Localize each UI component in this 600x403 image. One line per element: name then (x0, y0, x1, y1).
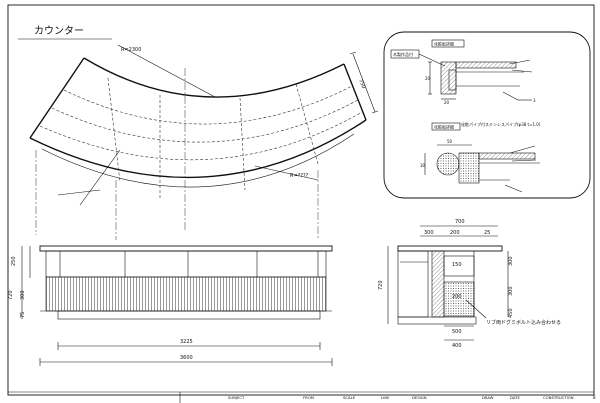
section-part-1: 200 (450, 230, 460, 236)
detail-2-callout: 化粧パイプ付ステンレスパイプ(φ38 t=1.0) (461, 121, 541, 127)
detail-2-dim-1: 50 (447, 139, 453, 144)
elev-height-0: 250 (11, 256, 17, 266)
elev-total-width: 3600 (180, 355, 193, 361)
detail-2: 化粧板詳細 化粧パイプ付ステンレスパイプ(φ38 t=1.0) 30 50 (420, 121, 541, 193)
elev-height-2: 300 (20, 290, 26, 300)
section-height-3: 450 (508, 308, 514, 318)
section-height-0: 720 (378, 280, 384, 290)
section-top-width: 700 (455, 219, 465, 225)
elev-height-1: 720 (8, 290, 14, 300)
plan-view: R=2300 R=???? 750 (29, 44, 379, 240)
section-height-1: 300 (508, 256, 514, 266)
section-part-5: 500 (452, 329, 462, 335)
detail-1-dim-0: 20 (425, 76, 431, 81)
detail-frame (383, 31, 591, 199)
title-block-field-0: SUBJECT (228, 395, 245, 400)
plan-dim-right: 750 (357, 79, 366, 90)
section-part-3: 150 (452, 262, 462, 268)
section-note: リブ両ドグミボルト込み合わせる (486, 319, 561, 326)
title-block-field-7: CONSTRUCTION (543, 395, 574, 400)
detail-1-dim-1: 20 (444, 100, 450, 105)
detail-1-tag: 化粧板詳細 (434, 41, 454, 47)
detail-2-tag: 化粧板詳細 (434, 124, 454, 130)
detail-1-callout: 木製作品付 (393, 51, 413, 57)
side-section: 700 300 200 25 150 200 500 400 720 300 3… (378, 219, 561, 349)
page-number: 8 (593, 395, 596, 400)
section-part-6: 400 (452, 343, 462, 349)
section-part-2: 25 (484, 230, 490, 236)
detail-2-dim-0: 30 (420, 163, 426, 168)
detail-box: 化粧板詳細 木製作品付 20 20 3 化粧板詳細 化粧パイプ付ステンレ (383, 31, 591, 199)
title-block-field-5: DRAW (482, 395, 494, 400)
title-block-field-2: SCALE (343, 395, 356, 400)
elev-inner-width: 3225 (180, 339, 193, 345)
detail-1: 化粧板詳細 木製作品付 20 20 3 (390, 39, 536, 105)
pipe-profile (436, 152, 460, 176)
section-part-4: 200 (452, 294, 462, 300)
title-block: SUBJECT FROM SCALE LINE DESIGN DRAW DATE… (179, 392, 596, 403)
title-block-field-6: DATE (510, 395, 520, 400)
section-part-0: 300 (424, 230, 434, 236)
plan-leader-bottom-label: R=???? (290, 173, 309, 179)
plan-leader-top-label: R=2300 (121, 47, 141, 53)
title-block-field-1: FROM (303, 395, 314, 400)
front-elevation: 250 720 300 75 3225 3600 (8, 245, 333, 366)
detail-1-dim-2: 3 (533, 98, 536, 103)
drawing-title: カウンター (34, 25, 84, 37)
sheet-border (7, 4, 595, 396)
elev-height-3: 75 (20, 312, 26, 318)
section-height-2: 300 (508, 286, 514, 296)
title-block-field-3: LINE (381, 395, 390, 400)
title-block-field-4: DESIGN (412, 395, 427, 400)
